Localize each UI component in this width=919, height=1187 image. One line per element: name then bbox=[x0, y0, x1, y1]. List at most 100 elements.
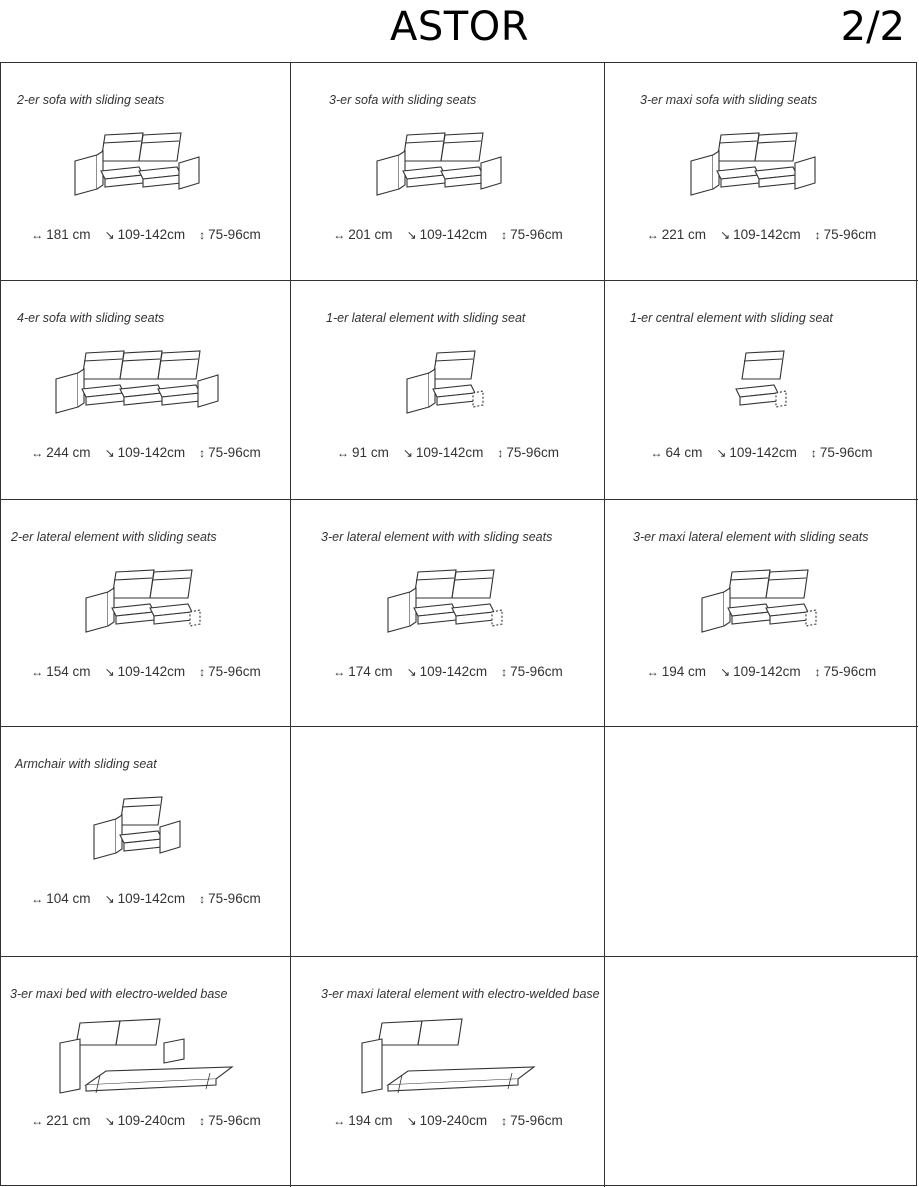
arrow-left-right-icon: ↔ bbox=[646, 664, 659, 679]
dimension-width-value: 64 cm bbox=[665, 445, 703, 460]
dimensions-row: ↔194 cm ↘109-240cm ↕75-96cm bbox=[291, 1113, 605, 1128]
arrow-up-down-icon: ↕ bbox=[199, 664, 206, 679]
product-cell: 1-er central element with sliding seat ↔6… bbox=[605, 281, 918, 500]
product-cell: 3-er maxi bed with electro-welded base↔2… bbox=[1, 957, 291, 1187]
sofa-drawing bbox=[700, 569, 817, 633]
dimension-height: ↕75-96cm bbox=[501, 1113, 563, 1128]
dimension-width: ↔194 cm bbox=[647, 664, 706, 679]
dimension-depth-value: 109-142cm bbox=[419, 664, 488, 679]
dimension-depth: ↘109-142cm bbox=[720, 664, 801, 679]
product-label: 2-er lateral element with sliding seats bbox=[11, 530, 217, 544]
product-label: 1-er central element with sliding seat bbox=[630, 311, 833, 325]
arrow-left-right-icon: ↔ bbox=[31, 891, 44, 906]
arrow-left-right-icon: ↔ bbox=[333, 1113, 346, 1128]
arrow-up-down-icon: ↕ bbox=[199, 227, 206, 242]
arrow-up-down-icon: ↕ bbox=[501, 664, 508, 679]
product-label: 3-er sofa with sliding seats bbox=[329, 93, 477, 107]
dimension-height-value: 75-96cm bbox=[819, 445, 873, 460]
dimensions-row: ↔221 cm↘109-142cm↕75-96cm bbox=[605, 227, 918, 242]
arrow-left-right-icon: ↔ bbox=[31, 664, 44, 679]
sofa-illustration bbox=[69, 125, 223, 210]
dimension-height: ↕75-96cm bbox=[811, 445, 873, 460]
dimension-width-value: 194 cm bbox=[348, 1113, 393, 1128]
product-cell: 3-er maxi lateral element with electro-w… bbox=[291, 957, 605, 1187]
dimensions-row: ↔181 cm↘109-142cm↕75-96cm bbox=[1, 227, 291, 242]
dimension-depth-value: 109-240cm bbox=[117, 1113, 186, 1128]
dimension-height-value: 75-96cm bbox=[208, 445, 261, 460]
sofa-illustration bbox=[696, 562, 828, 647]
product-cell: 4-er sofa with sliding seats↔244 cm↘109-… bbox=[1, 281, 291, 500]
arrow-diagonal-icon: ↘ bbox=[104, 227, 115, 242]
dimension-height: ↕75-96cm bbox=[501, 664, 563, 679]
dimension-depth-value: 109-142cm bbox=[117, 445, 186, 460]
dimension-height: ↕75-96cm bbox=[199, 227, 261, 242]
arrow-left-right-icon: ↔ bbox=[31, 227, 44, 242]
arrow-diagonal-icon: ↘ bbox=[720, 227, 731, 242]
dimensions-row: ↔244 cm ↘109-142cm ↕75-96cm bbox=[1, 445, 291, 460]
sofa-drawing bbox=[406, 350, 484, 414]
sofa-illustration bbox=[726, 343, 798, 428]
sofa-illustration bbox=[401, 343, 495, 428]
product-label: 3-er maxi sofa with sliding seats bbox=[640, 93, 818, 107]
arrow-up-down-icon: ↕ bbox=[501, 1113, 508, 1128]
product-cell: Armchair with sliding seat↔104 cm↘109-14… bbox=[1, 727, 291, 957]
dimension-depth: ↘109-142cm bbox=[720, 227, 801, 242]
dimension-depth-value: 109-142cm bbox=[419, 227, 488, 242]
sofa-drawing bbox=[387, 569, 503, 633]
dimension-depth-value: 109-240cm bbox=[419, 1113, 488, 1128]
dimension-height-value: 75-96cm bbox=[510, 664, 563, 679]
sofa-illustration bbox=[50, 343, 242, 428]
arrow-left-right-icon: ↔ bbox=[646, 227, 659, 242]
dimension-depth: ↘109-142cm bbox=[407, 227, 488, 242]
dimensions-row: ↔104 cm↘109-142cm↕75-96cm bbox=[1, 891, 291, 906]
dimension-width-value: 221 cm bbox=[46, 1113, 91, 1128]
arrow-up-down-icon: ↕ bbox=[199, 445, 206, 460]
dimension-height-value: 75-96cm bbox=[823, 227, 877, 242]
product-label: 3-er lateral element with with sliding s… bbox=[321, 530, 553, 544]
sofa-drawing bbox=[734, 350, 787, 408]
dimension-height: ↕75-96cm bbox=[199, 1113, 261, 1128]
sofa-illustration bbox=[88, 789, 204, 874]
dimension-width: ↔91 cm bbox=[337, 445, 389, 460]
dimension-width: ↔194 cm bbox=[333, 1113, 392, 1128]
bed-drawing bbox=[59, 1018, 234, 1094]
dimension-depth: ↘109-142cm bbox=[407, 664, 488, 679]
dimension-height: ↕75-96cm bbox=[199, 664, 261, 679]
dimension-depth-value: 109-142cm bbox=[117, 664, 186, 679]
dimension-width: ↔154 cm bbox=[31, 664, 90, 679]
arrow-left-right-icon: ↔ bbox=[31, 445, 44, 460]
dimension-width-value: 91 cm bbox=[352, 445, 389, 460]
dimension-width-value: 104 cm bbox=[46, 891, 91, 906]
dimension-width-value: 244 cm bbox=[46, 445, 91, 460]
dimension-width: ↔104 cm bbox=[31, 891, 90, 906]
product-label: 3-er maxi lateral element with sliding s… bbox=[633, 530, 869, 544]
arrow-left-right-icon: ↔ bbox=[337, 445, 350, 460]
product-grid: 2-er sofa with sliding seats↔181 cm↘109-… bbox=[0, 62, 918, 1187]
sofa-illustration bbox=[382, 562, 514, 647]
dimension-width: ↔201 cm bbox=[333, 227, 392, 242]
dimension-height-value: 75-96cm bbox=[823, 664, 877, 679]
product-label: 3-er maxi lateral element with electro-w… bbox=[321, 987, 600, 1001]
dimension-width-value: 181 cm bbox=[46, 227, 91, 242]
arrow-left-right-icon: ↔ bbox=[650, 445, 663, 460]
dimension-height: ↕75-96cm bbox=[497, 445, 559, 460]
dimension-depth: ↘109-240cm bbox=[407, 1113, 488, 1128]
arrow-diagonal-icon: ↘ bbox=[406, 1113, 417, 1128]
dimension-height-value: 75-96cm bbox=[506, 445, 559, 460]
dimension-height-value: 75-96cm bbox=[208, 1113, 261, 1128]
product-label: 1-er lateral element with sliding seat bbox=[326, 311, 526, 325]
arrow-left-right-icon: ↔ bbox=[31, 1113, 44, 1128]
sofa-illustration bbox=[685, 125, 839, 210]
dimension-width-value: 174 cm bbox=[348, 664, 393, 679]
dimension-height-value: 75-96cm bbox=[510, 1113, 563, 1128]
product-cell: 2-er sofa with sliding seats↔181 cm↘109-… bbox=[1, 63, 291, 281]
dimension-height-value: 75-96cm bbox=[208, 227, 261, 242]
dimension-depth-value: 109-142cm bbox=[415, 445, 484, 460]
sofa-drawing bbox=[55, 350, 219, 414]
dimension-depth: ↘109-142cm bbox=[105, 445, 186, 460]
dimension-height: ↕75-96cm bbox=[199, 445, 261, 460]
dimension-width: ↔221 cm bbox=[647, 227, 706, 242]
dimensions-row: ↔201 cm↘109-142cm↕75-96cm bbox=[291, 227, 605, 242]
dimension-width: ↔181 cm bbox=[31, 227, 90, 242]
arrow-diagonal-icon: ↘ bbox=[402, 445, 413, 460]
